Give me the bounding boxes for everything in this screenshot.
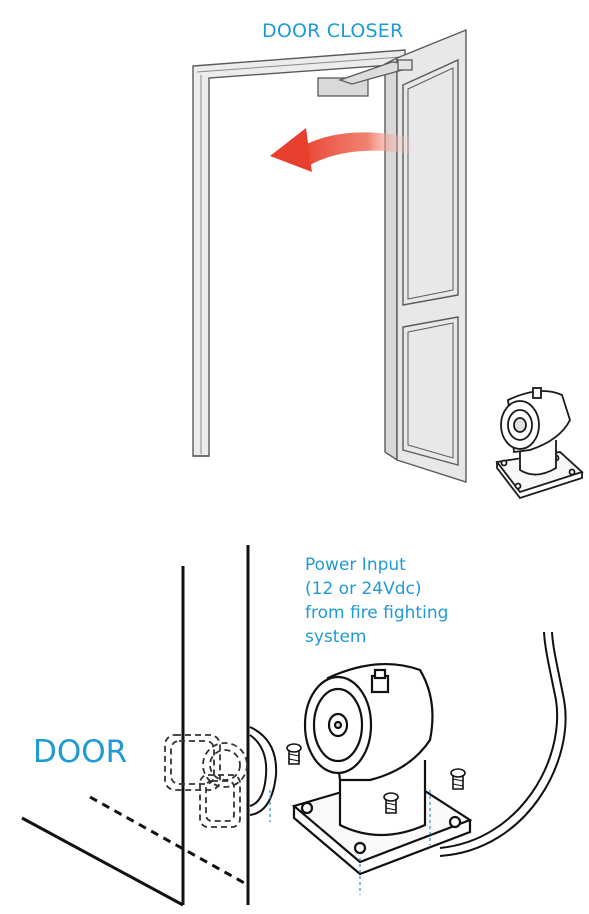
power-input-line-2: (12 or 24Vdc) <box>305 577 505 601</box>
open-door <box>385 30 466 482</box>
screw-3 <box>451 769 465 789</box>
door-closer-label: DOOR CLOSER <box>262 20 403 42</box>
screw-1 <box>287 744 301 764</box>
armature-disc <box>250 727 276 815</box>
armature-plate <box>165 735 247 827</box>
door-holder-small <box>497 388 582 498</box>
door-label: DOOR <box>33 734 127 770</box>
door-frame <box>193 50 405 456</box>
power-input-line-1: Power Input <box>305 553 505 577</box>
power-input-label: Power Input (12 or 24Vdc) from fire figh… <box>305 553 505 649</box>
door-holder-large <box>294 664 470 874</box>
door-outline <box>22 545 248 905</box>
power-input-line-3: from fire fighting <box>305 601 505 625</box>
power-input-line-4: system <box>305 625 505 649</box>
